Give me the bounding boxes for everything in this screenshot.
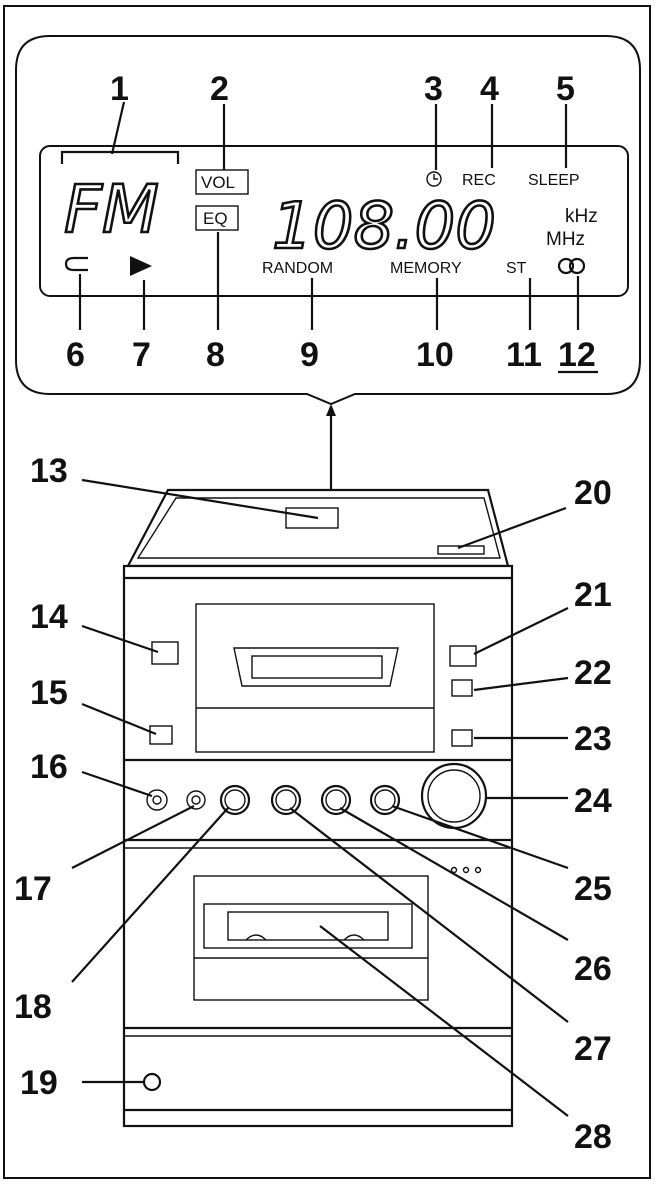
cassette-deck-frame	[193, 875, 429, 1001]
callout-1: 1	[110, 70, 129, 108]
callout-19: 19	[20, 1064, 58, 1102]
eq-box	[195, 205, 239, 231]
mhz-unit: MHz	[546, 229, 585, 250]
frequency-display: 108.00	[272, 190, 496, 264]
left-upper-button	[151, 641, 179, 665]
callout-22: 22	[574, 654, 612, 692]
display-callout-bubble	[15, 35, 641, 406]
display-leader-lines	[78, 101, 580, 330]
lid-inner-edge	[136, 497, 501, 559]
right-button-lower	[451, 729, 473, 747]
callout-27: 27	[574, 1030, 612, 1068]
callout-4: 4	[480, 70, 499, 108]
callout-5: 5	[556, 70, 575, 108]
headphone-jack	[146, 789, 168, 811]
lcd-panel	[39, 145, 629, 297]
callout-11: 11	[506, 336, 542, 374]
unit-display-window	[233, 647, 399, 687]
callout-28: 28	[574, 1118, 612, 1156]
display-pointer-arrowhead	[326, 404, 336, 416]
callout-8: 8	[206, 336, 225, 374]
knob-26	[320, 784, 352, 816]
callout-9: 9	[300, 336, 319, 374]
left-lower-button	[149, 725, 173, 745]
aux-jack	[186, 790, 206, 810]
khz-unit: kHz	[565, 206, 598, 227]
page-frame	[3, 5, 651, 1179]
sleep-indicator: SLEEP	[528, 172, 580, 189]
lid-open-button	[285, 507, 339, 529]
callout-26: 26	[574, 950, 612, 988]
callout-3: 3	[424, 70, 443, 108]
vol-box	[195, 169, 249, 195]
callout-14: 14	[30, 598, 68, 636]
knob-18	[219, 784, 251, 816]
knob-25	[369, 784, 401, 816]
eq-indicator: EQ	[203, 209, 228, 228]
callout-13: 13	[30, 452, 68, 490]
callout-12: 12	[558, 336, 596, 374]
band-bracket	[60, 150, 180, 164]
callout-17: 17	[14, 870, 52, 908]
knob-27	[270, 784, 302, 816]
callout-6: 6	[66, 336, 85, 374]
callout-25: 25	[574, 870, 612, 908]
stereo-indicator: ST	[506, 260, 527, 277]
stereo-unit	[122, 488, 514, 1128]
callout-23: 23	[574, 720, 612, 758]
random-indicator: RANDOM	[262, 260, 333, 277]
rec-indicator: REC	[462, 172, 496, 189]
callout-20: 20	[574, 474, 612, 512]
band-indicator: FM	[64, 171, 159, 248]
callout-18: 18	[14, 988, 52, 1026]
callout-21: 21	[574, 576, 612, 614]
unit-cabinet	[122, 564, 514, 1128]
cassette-window	[203, 903, 413, 949]
vol-indicator: VOL	[201, 173, 235, 192]
callout-2: 2	[210, 70, 229, 108]
clock-icon	[426, 171, 442, 187]
play-icon	[130, 256, 152, 276]
callout-10: 10	[416, 336, 454, 374]
display-window-frame	[195, 603, 435, 753]
callout-16: 16	[30, 748, 68, 786]
callout-7: 7	[132, 336, 151, 374]
callout-15: 15	[30, 674, 68, 712]
callout-24: 24	[574, 782, 612, 820]
unit-leader-lines	[71, 478, 569, 1117]
display-enlargement: FM VOL EQ 108.00 kHz MHz REC SLEEP RANDO…	[15, 35, 641, 406]
memory-indicator: MEMORY	[390, 260, 462, 277]
repeat-icon	[64, 256, 88, 272]
stereo-rings-icon	[557, 257, 586, 275]
right-button-middle	[451, 679, 473, 697]
right-button-upper	[449, 645, 477, 667]
